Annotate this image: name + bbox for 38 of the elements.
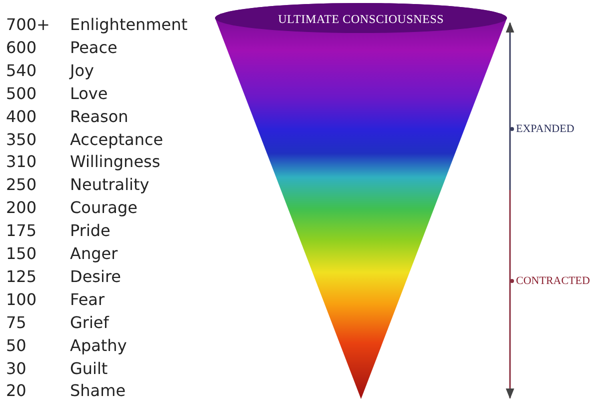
level-name: Peace (70, 38, 118, 58)
level-value: 75 (6, 312, 26, 333)
level-name: Joy (70, 60, 94, 81)
level-name: Guilt (70, 358, 108, 378)
level-value: 50 (6, 336, 26, 356)
level-value: 200 (6, 198, 37, 218)
level-value: 100 (6, 290, 37, 310)
level-value: 600 (6, 38, 37, 58)
level-value: 20 (6, 381, 26, 402)
level-name: Enlightenment (70, 15, 188, 35)
level-name: Love (70, 84, 108, 104)
level-name: Grief (70, 312, 109, 333)
level-value: 540 (6, 60, 37, 81)
level-value: 350 (6, 130, 37, 150)
level-name: Neutrality (70, 175, 150, 196)
level-name: Fear (70, 290, 105, 310)
axis-label: EXPANDED (516, 122, 574, 136)
level-name: Desire (70, 266, 122, 287)
level-name: Acceptance (70, 130, 164, 150)
level-name: Willingness (70, 152, 160, 172)
level-name: Shame (70, 381, 126, 402)
axis-label: CONTRACTED (516, 274, 590, 288)
level-value: 150 (6, 244, 37, 264)
level-name: Apathy (70, 336, 127, 356)
level-name: Anger (70, 244, 118, 264)
cone-title: ULTIMATE CONSCIOUSNESS (277, 12, 445, 27)
level-value: 250 (6, 175, 37, 196)
level-value: 30 (6, 358, 26, 378)
level-value: 700+ (6, 15, 50, 35)
cone-shape (212, 1, 510, 400)
level-value: 175 (6, 221, 37, 242)
level-value: 125 (6, 266, 37, 287)
level-name: Courage (70, 198, 138, 218)
level-value: 310 (6, 152, 37, 172)
level-value: 400 (6, 106, 37, 127)
level-name: Reason (70, 106, 128, 127)
level-value: 500 (6, 84, 37, 104)
level-name: Pride (70, 221, 110, 242)
